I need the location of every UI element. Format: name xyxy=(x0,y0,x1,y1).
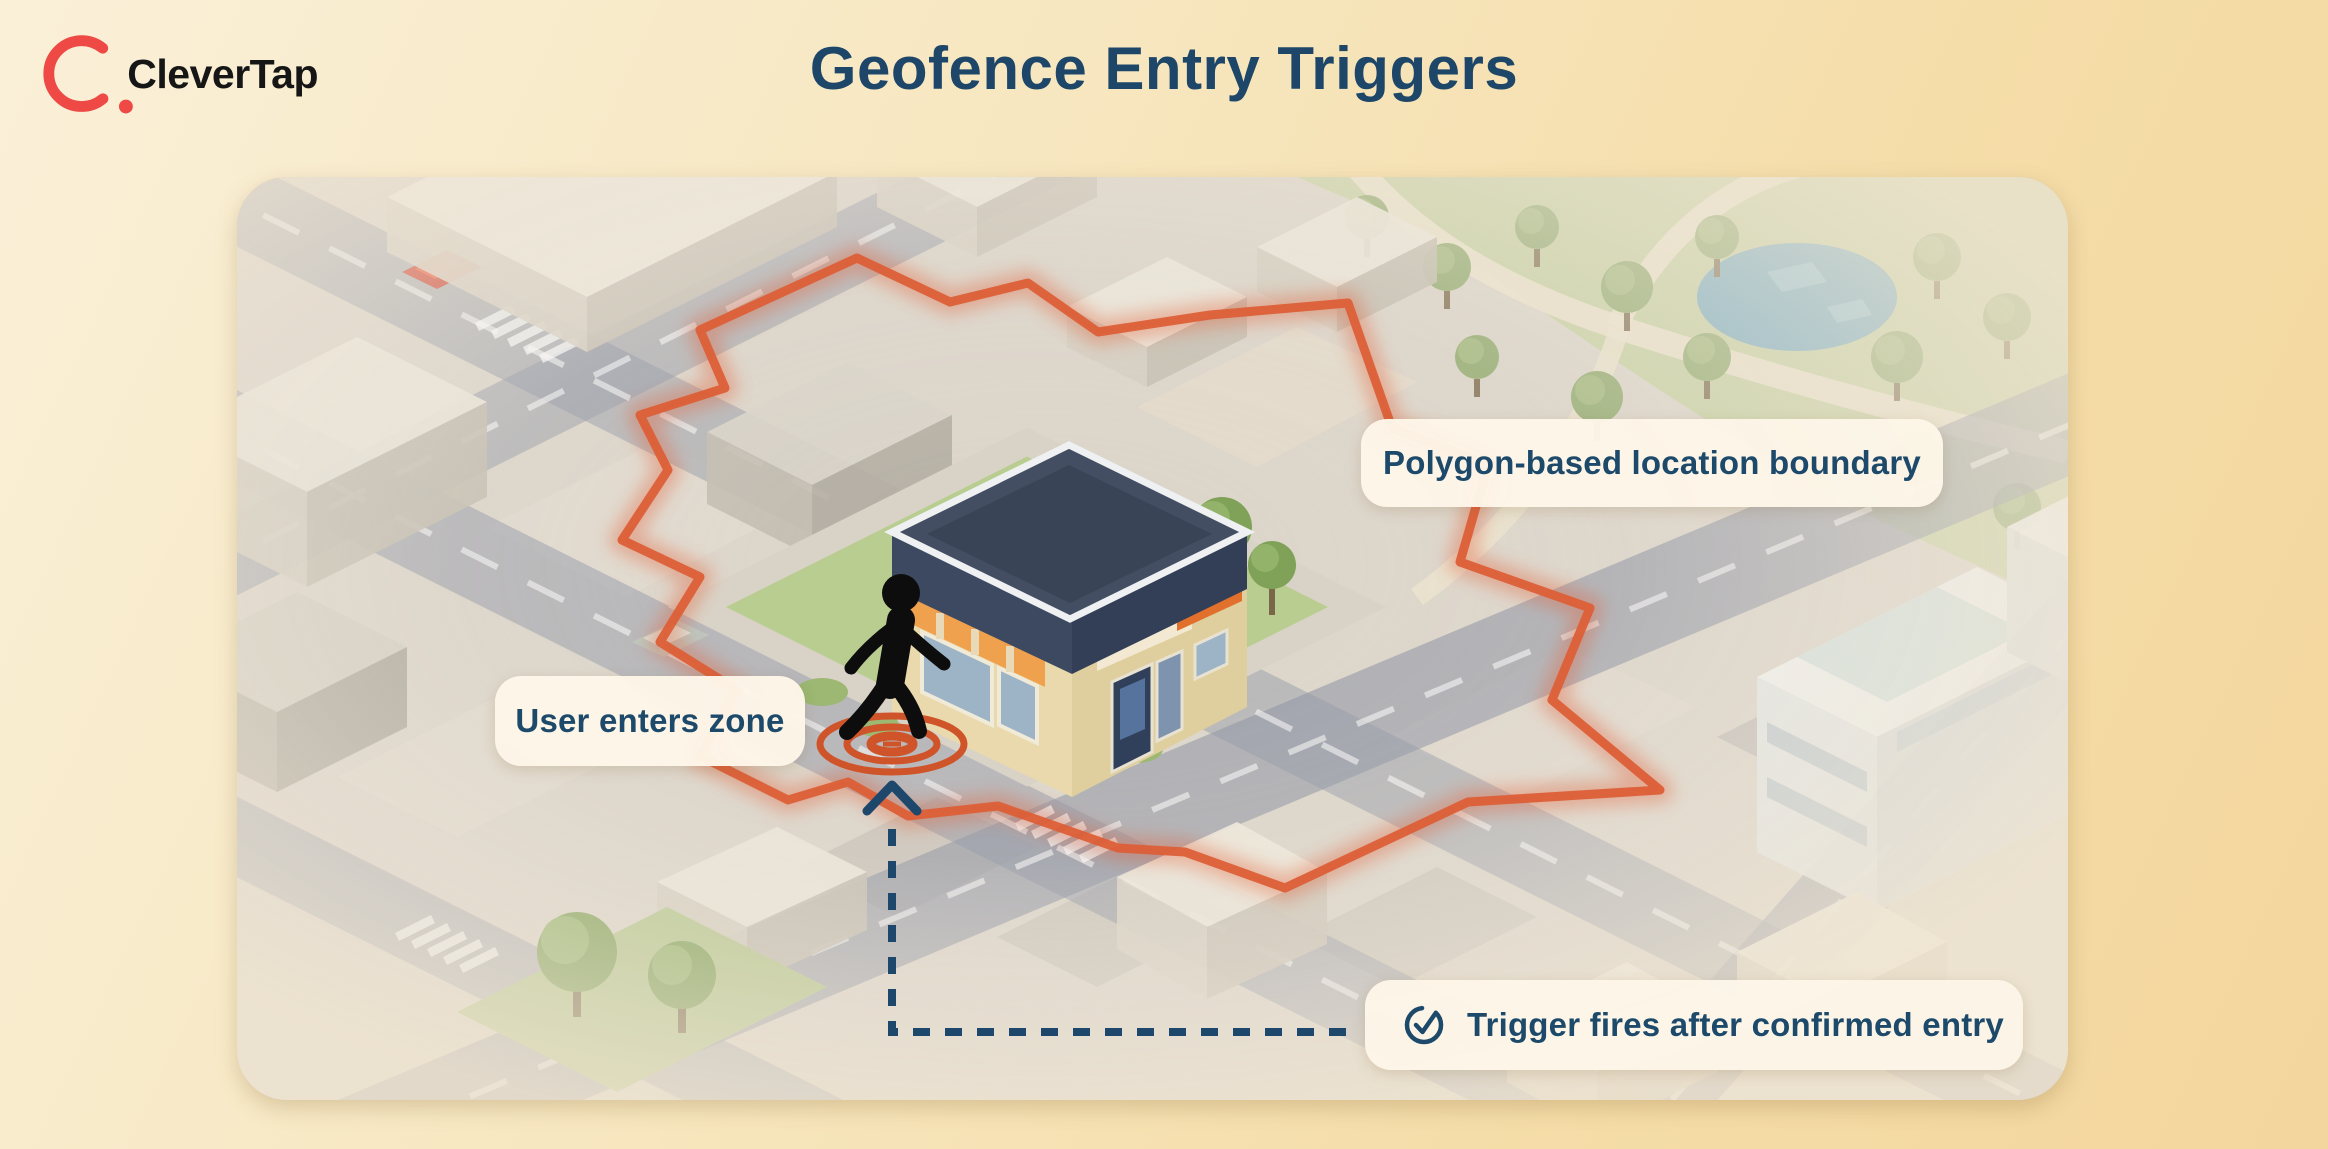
clevertap-logo: CleverTap xyxy=(28,16,318,126)
page-title: Geofence Entry Triggers xyxy=(809,35,1519,102)
store-building xyxy=(884,441,1255,797)
boundary-label-text: Polygon-based location boundary xyxy=(1383,444,1921,481)
logo-wordmark: CleverTap xyxy=(127,50,318,97)
isometric-map-illustration xyxy=(237,177,2068,1100)
trigger-label-text: Trigger fires after confirmed entry xyxy=(1467,1006,2004,1043)
geofence-boundary xyxy=(609,245,1673,901)
check-circle-icon xyxy=(1404,1005,1444,1045)
user-entry-label-text: User enters zone xyxy=(515,702,785,739)
location-ripple-icon xyxy=(816,712,968,776)
user-entry-label: User enters zone xyxy=(495,676,805,766)
store-block xyxy=(667,427,1387,797)
trigger-label: Trigger fires after confirmed entry xyxy=(1365,980,2023,1070)
map-card: Polygon-based location boundary User ent… xyxy=(237,177,2068,1100)
up-arrow-dashed-connector xyxy=(862,780,1355,1036)
clevertap-arc-icon xyxy=(43,35,133,114)
walking-person-icon xyxy=(839,574,951,740)
boundary-label: Polygon-based location boundary xyxy=(1361,419,1943,507)
up-arrow-icon xyxy=(862,780,922,816)
